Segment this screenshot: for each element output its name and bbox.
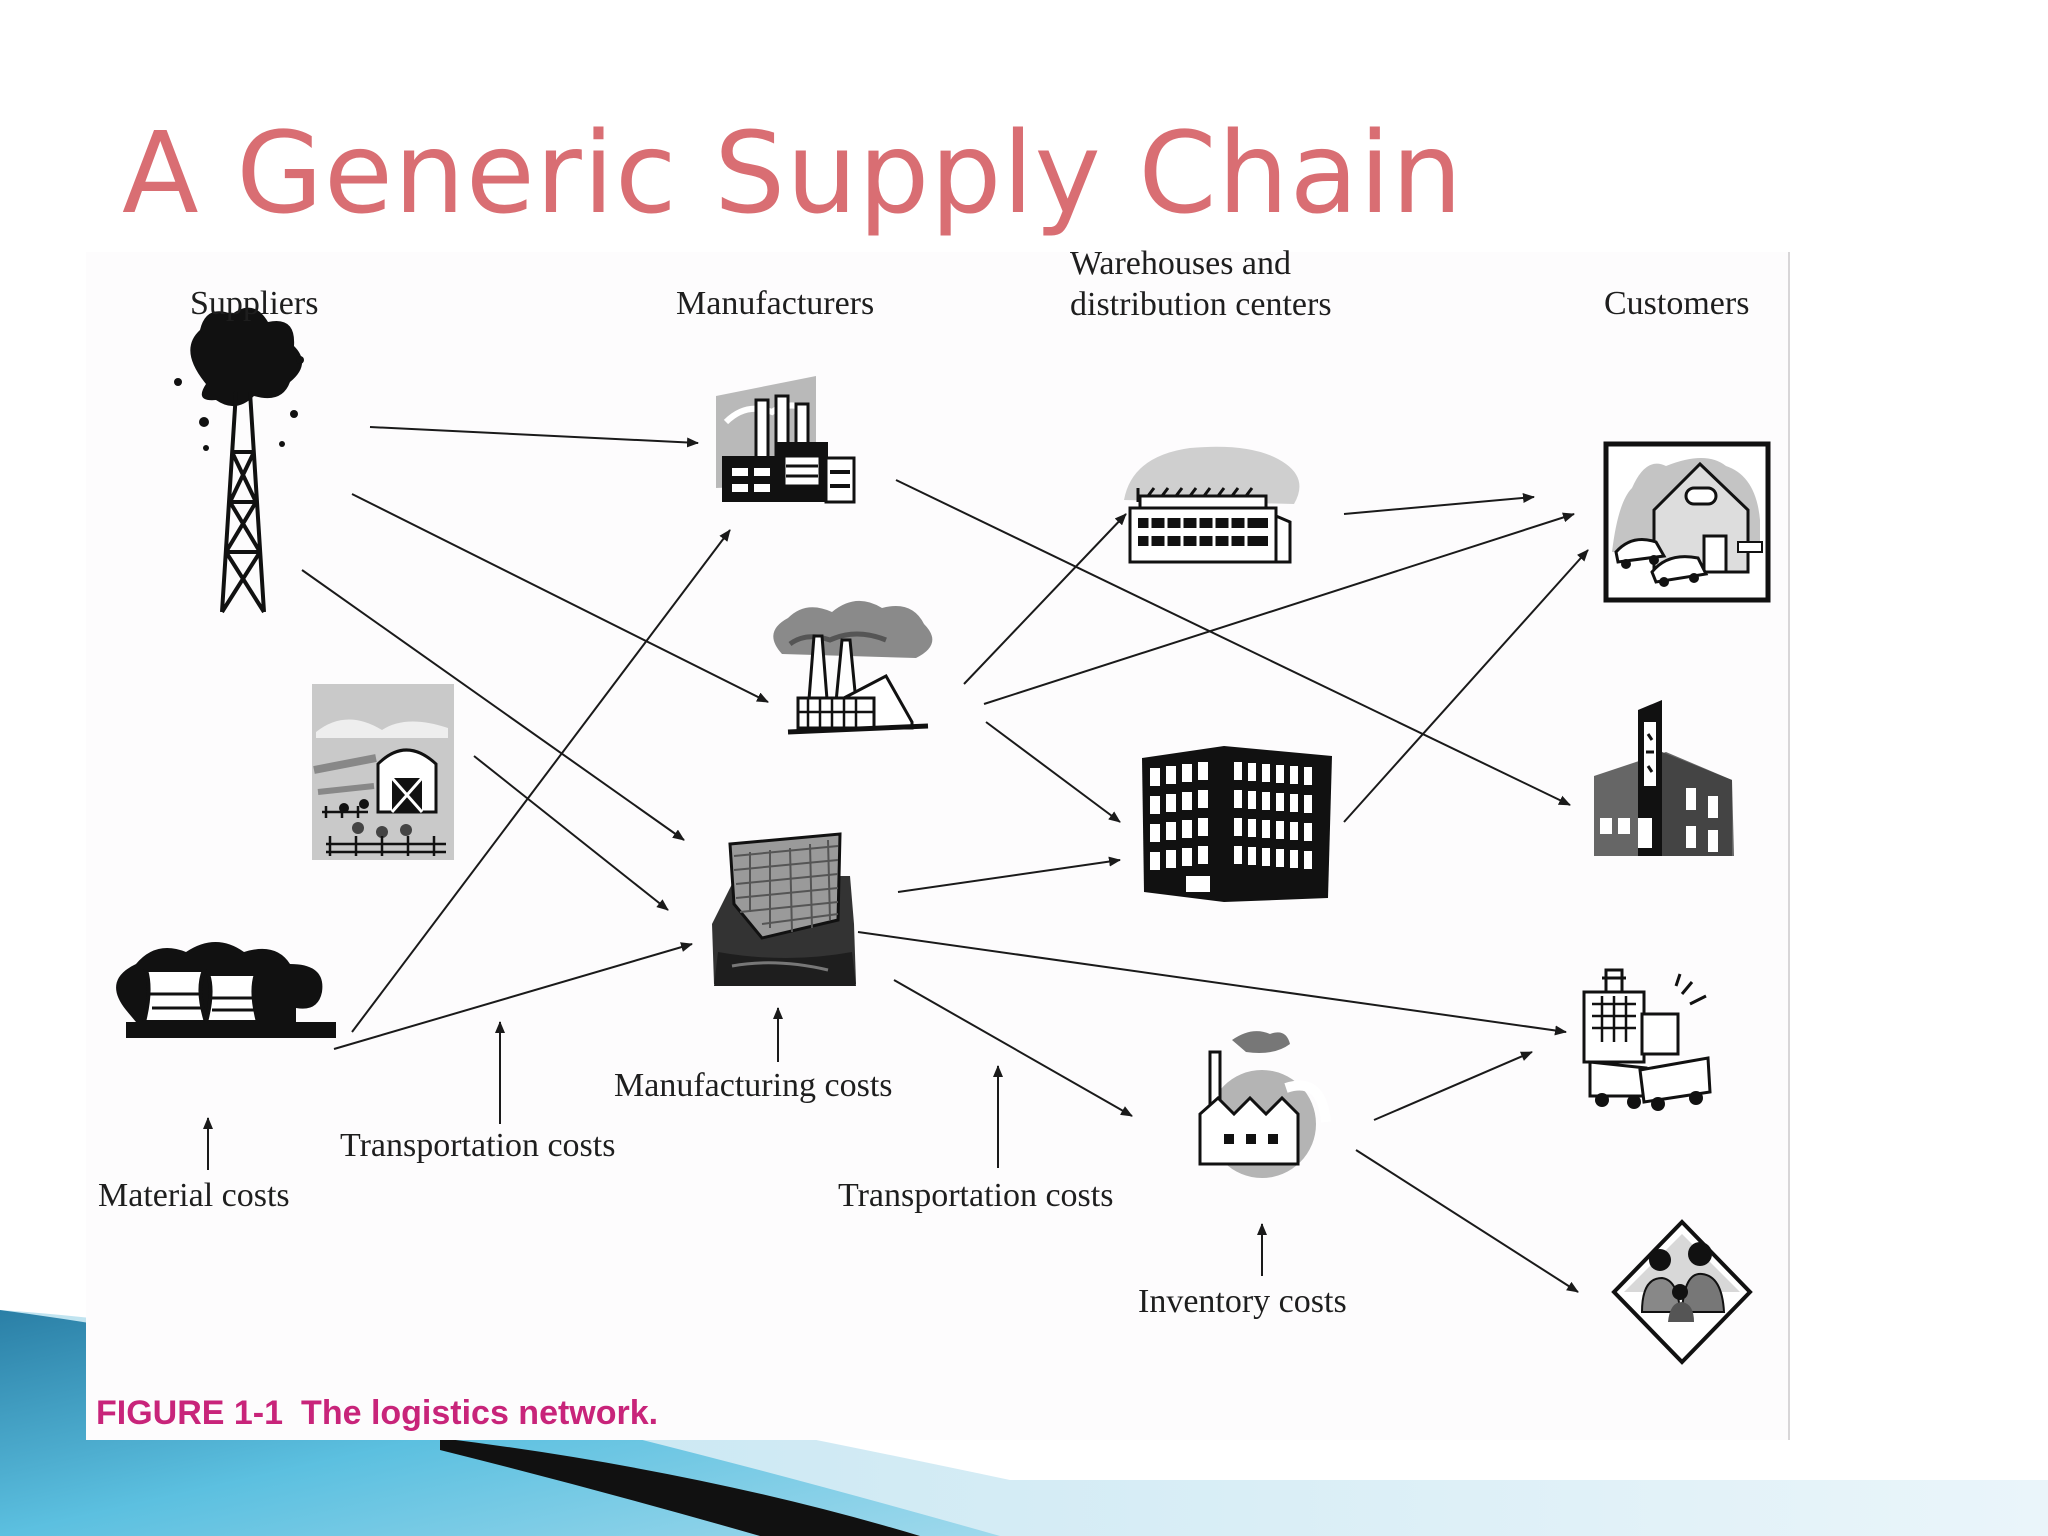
flow-arrow <box>1343 493 1535 515</box>
family-icon <box>1611 1219 1753 1365</box>
flow-arrow <box>897 856 1121 893</box>
farm-icon <box>312 684 454 860</box>
flow-arrow <box>351 493 769 703</box>
flow-arrow <box>1373 1051 1533 1121</box>
figure-number: FIGURE 1-1 <box>96 1394 284 1432</box>
diagram-canvas <box>116 307 1771 1365</box>
flow-arrow <box>351 529 731 1033</box>
flow-arrow <box>857 931 1567 1036</box>
manufacturing-costs-label: Manufacturing costs <box>614 1067 893 1104</box>
smokestack-factory-icon <box>773 600 933 735</box>
inventory-costs-label: Inventory costs <box>1138 1283 1347 1320</box>
figure-caption: FIGURE 1-1 The logistics network. <box>96 1394 658 1433</box>
store-icon <box>1594 700 1734 856</box>
flow-arrow <box>895 479 1571 806</box>
flow-arrow <box>983 512 1575 705</box>
flow-arrows <box>301 426 1589 1293</box>
power-plant-icon <box>116 942 336 1038</box>
factory-icon <box>716 376 856 504</box>
figure-caption-text: The logistics network. <box>301 1394 659 1432</box>
cost-arrows <box>203 1007 1267 1276</box>
flow-arrow <box>963 513 1127 685</box>
manufacturers-header: Manufacturers <box>676 285 875 322</box>
office-building-icon <box>1142 746 1332 902</box>
city-traffic-icon <box>1582 968 1712 1111</box>
flow-arrow <box>893 979 1133 1117</box>
oil-well-icon <box>174 307 304 614</box>
flow-arrow <box>473 755 669 911</box>
flow-arrow <box>1355 1149 1579 1293</box>
small-factory-icon <box>1198 1031 1331 1178</box>
flow-arrow <box>985 721 1121 823</box>
suppliers-header: Suppliers <box>190 285 319 322</box>
flow-arrow <box>333 942 693 1050</box>
flow-arrow <box>1343 549 1589 823</box>
flow-arrow <box>369 426 699 448</box>
flow-arrow <box>301 569 685 841</box>
warehouses-header: Warehouses and distribution centers <box>1070 244 1332 326</box>
house-icon <box>1603 441 1771 603</box>
warehouses-header-line1: Warehouses and <box>1070 245 1292 282</box>
transportation-costs-label-1: Transportation costs <box>340 1127 616 1164</box>
warehouse-icon <box>1124 446 1300 564</box>
warehouses-header-line2: distribution centers <box>1070 285 1332 323</box>
material-costs-label: Material costs <box>98 1177 290 1214</box>
logistics-network-figure: Suppliers Manufacturers Warehouses and d… <box>86 245 1790 1440</box>
mill-building-icon <box>712 832 856 986</box>
customers-header: Customers <box>1604 285 1750 322</box>
slide-title: A Generic Supply Chain <box>122 109 1464 239</box>
transportation-costs-label-2: Transportation costs <box>838 1177 1114 1214</box>
